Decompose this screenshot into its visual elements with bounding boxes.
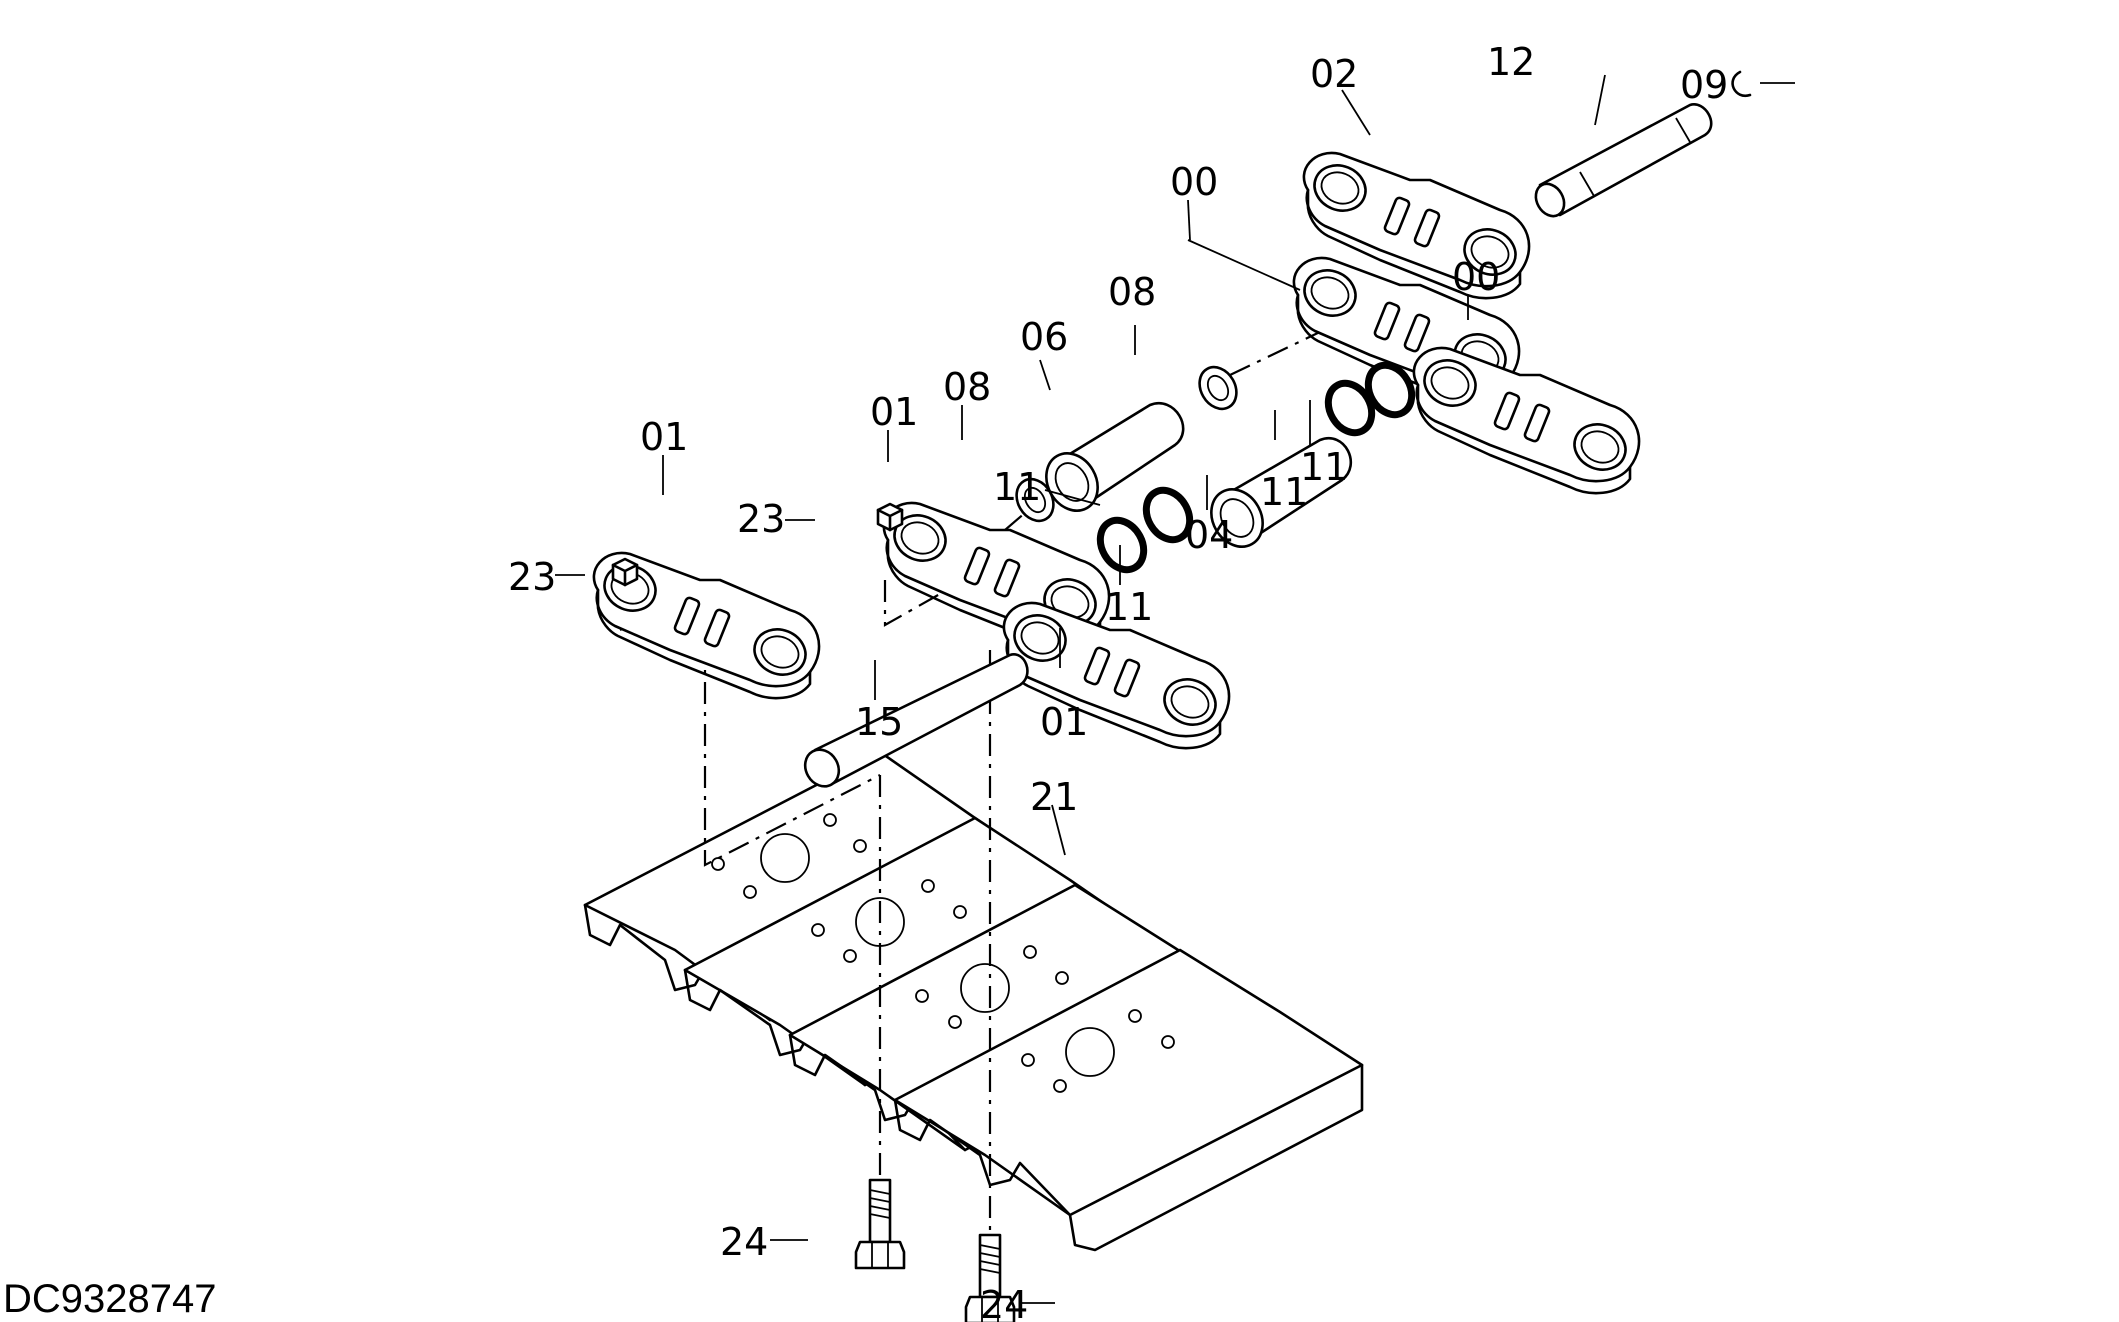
label-12: 12 (1487, 40, 1535, 84)
label-23-center: 23 (737, 497, 785, 541)
snap-ring-09 (1731, 70, 1752, 98)
bushing-06 (1045, 401, 1185, 512)
bolt-24-left (854, 1178, 906, 1270)
label-06: 06 (1020, 315, 1068, 359)
label-23-left: 23 (508, 555, 556, 599)
label-08-front: 08 (943, 365, 991, 409)
label-04: 04 (1185, 513, 1233, 557)
label-11-b: 11 (1105, 585, 1153, 629)
label-00-upper: 00 (1170, 160, 1218, 204)
label-11-d: 11 (1300, 445, 1348, 489)
nut-23-left (611, 557, 639, 587)
seal-11-a (1092, 512, 1153, 577)
label-11-a: 11 (993, 465, 1041, 509)
label-00-lower: 00 (1452, 255, 1500, 299)
track-shoe-4 (893, 948, 1364, 1252)
label-01-right: 01 (1040, 700, 1088, 744)
label-01-center: 01 (870, 390, 918, 434)
leader-lines (555, 74, 1795, 1304)
label-24-left: 24 (720, 1220, 768, 1264)
label-08-rear: 08 (1108, 270, 1156, 314)
bushing-04 (1210, 436, 1353, 548)
label-09: 09 (1680, 63, 1728, 107)
pin-15 (803, 653, 1029, 788)
spacer-08-rear (1198, 365, 1238, 411)
label-01-left: 01 (640, 415, 688, 459)
label-02: 02 (1310, 52, 1358, 96)
label-11-c: 11 (1260, 470, 1308, 514)
label-24-right: 24 (980, 1283, 1028, 1322)
pin-12 (1534, 103, 1713, 218)
label-21: 21 (1030, 775, 1078, 819)
master-link-00-lower (1412, 346, 1641, 495)
diagram-code: DC9328747 (3, 1277, 217, 1321)
label-15: 15 (855, 700, 903, 744)
nut-23-center (876, 502, 904, 532)
track-shoe-plate-part-21 (583, 750, 1364, 1252)
